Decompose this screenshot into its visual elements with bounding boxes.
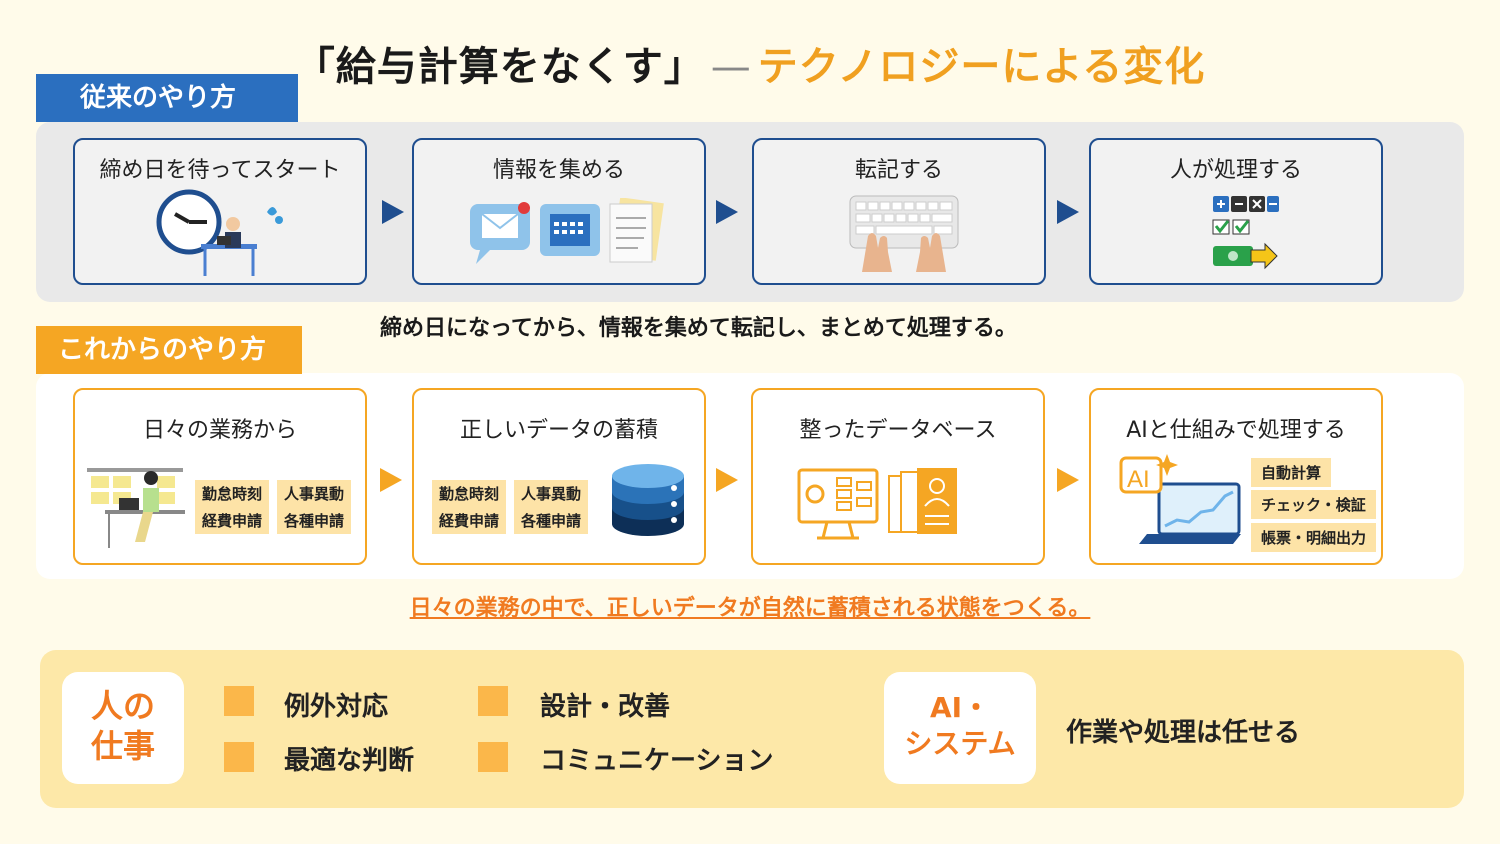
ai-role-text: 作業や処理は任せる <box>1066 718 1301 748</box>
new-step-accumulate-card: 正しいデータの蓄積 勤怠時刻 人事異動 経費申請 各種申請 <box>412 388 706 565</box>
chip: 各種申請 <box>277 507 352 534</box>
keyboard-typing-icon <box>849 195 959 272</box>
ai-label-line1: AI・ <box>929 691 991 724</box>
chip: チェック・検証 <box>1251 490 1376 519</box>
human-label-line2: 仕事 <box>90 727 155 765</box>
chip: 勤怠時刻 <box>432 480 507 507</box>
title-part1: 「給与計算をなくす」 <box>294 44 705 90</box>
title-part2: テクノロジーによる変化 <box>757 44 1206 90</box>
old-arrow-1 <box>382 200 404 224</box>
chip: 帳票・明細出力 <box>1251 523 1377 552</box>
new-step-label: 正しいデータの蓄積 <box>459 418 658 443</box>
chip: 人事異動 <box>514 480 589 507</box>
calculation-money-icon <box>1212 196 1279 270</box>
old-way-tab: 従来のやり方 <box>36 74 298 122</box>
old-way-summary: 締め日になってから、情報を集めて転記し、まとめて処理する。 <box>380 316 1017 341</box>
old-step-label: 人が処理する <box>1169 158 1302 183</box>
new-step-daily-card: 日々の業務から 勤怠時刻 人事異動 経費申請 各種申請 <box>73 388 367 565</box>
bullet-square <box>224 686 254 716</box>
page-title: 「給与計算をなくす」—テクノロジーによる変化 <box>0 34 1500 92</box>
role-division-panel: 人の 仕事 例外対応 設計・改善 最適な判断 コミュニケーション AI・ システ… <box>40 650 1464 808</box>
old-step-collect-card: 情報を集める <box>412 138 706 285</box>
new-step-database-card: 整ったデータベース <box>751 388 1045 565</box>
human-item: コミュニケーション <box>540 746 774 776</box>
chip: 勤怠時刻 <box>195 480 270 507</box>
new-step-label: 整ったデータベース <box>799 418 997 443</box>
new-arrow-1 <box>380 468 402 492</box>
chip: 経費申請 <box>432 507 507 534</box>
old-step-manual-card: 人が処理する <box>1089 138 1383 285</box>
ai-laptop-icon <box>1119 454 1241 544</box>
new-way-tab: これからのやり方 <box>36 326 302 374</box>
human-item: 最適な判断 <box>284 746 415 776</box>
bullet-square <box>478 686 508 716</box>
ai-badge-label: AI <box>1127 466 1150 493</box>
clock-worker-icon <box>156 189 283 276</box>
human-label-line1: 人の <box>90 687 155 725</box>
old-step-label: 情報を集める <box>492 158 625 183</box>
old-arrow-3 <box>1057 200 1079 224</box>
new-step-ai-card: AIと仕組みで処理する AI 自動計算 チェック・検証 帳票・明細出力 <box>1089 388 1383 565</box>
bullet-square <box>224 742 254 772</box>
old-step-label: 転記する <box>854 158 943 183</box>
chip: 人事異動 <box>277 480 352 507</box>
new-step-label: 日々の業務から <box>142 418 297 443</box>
old-step-transcribe-card: 転記する <box>752 138 1046 285</box>
old-step-wait-card: 締め日を待ってスタート <box>73 138 367 285</box>
new-way-summary: 日々の業務の中で、正しいデータが自然に蓄積される状態をつくる。 <box>0 590 1500 622</box>
worker-desk-icon <box>87 468 185 548</box>
chip: 自動計算 <box>1251 458 1332 487</box>
chip: 各種申請 <box>514 507 589 534</box>
monitor-profile-icon <box>797 468 957 540</box>
ai-label-line2: システム <box>904 727 1016 760</box>
chip: 経費申請 <box>195 507 270 534</box>
database-icon <box>612 464 684 536</box>
human-item: 設計・改善 <box>540 692 671 722</box>
new-arrow-3 <box>1057 468 1079 492</box>
new-step-label: AIと仕組みで処理する <box>1126 418 1346 443</box>
old-step-label: 締め日を待ってスタート <box>99 158 341 183</box>
mail-calendar-document-icon <box>470 198 664 264</box>
new-arrow-2 <box>716 468 738 492</box>
title-dash: — <box>710 44 752 90</box>
new-way-summary-text: 日々の業務の中で、正しいデータが自然に蓄積される状態をつくる。 <box>409 596 1091 621</box>
old-arrow-2 <box>716 200 738 224</box>
ai-system-label: AI・ システム <box>884 672 1036 784</box>
bullet-square <box>478 742 508 772</box>
human-work-label: 人の 仕事 <box>62 672 184 784</box>
human-item: 例外対応 <box>284 692 389 722</box>
